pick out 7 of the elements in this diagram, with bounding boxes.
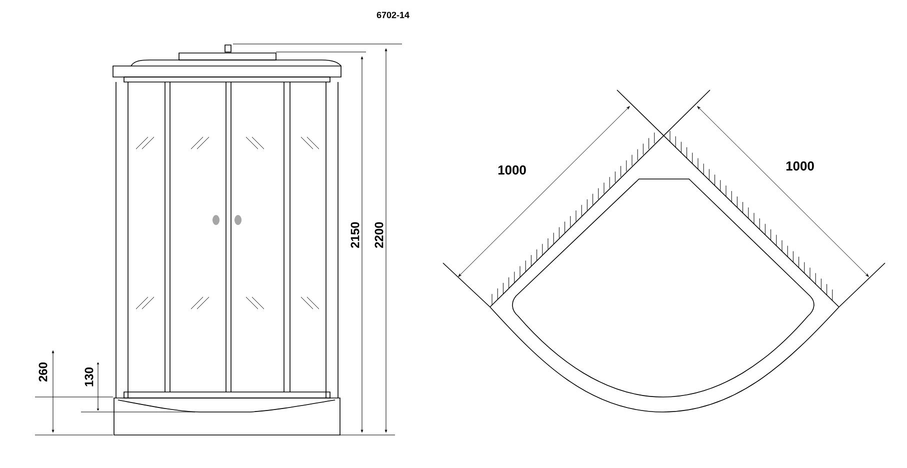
dimension-label: 260 <box>38 362 48 382</box>
model-number: 6702-14 <box>376 12 410 18</box>
dimension-label: 2200 <box>374 222 384 248</box>
dimension-label: 1000 <box>786 161 814 171</box>
dimension-label: 2150 <box>350 222 360 248</box>
dimension-label: 130 <box>84 368 94 386</box>
dimension-label: 1000 <box>498 165 526 175</box>
